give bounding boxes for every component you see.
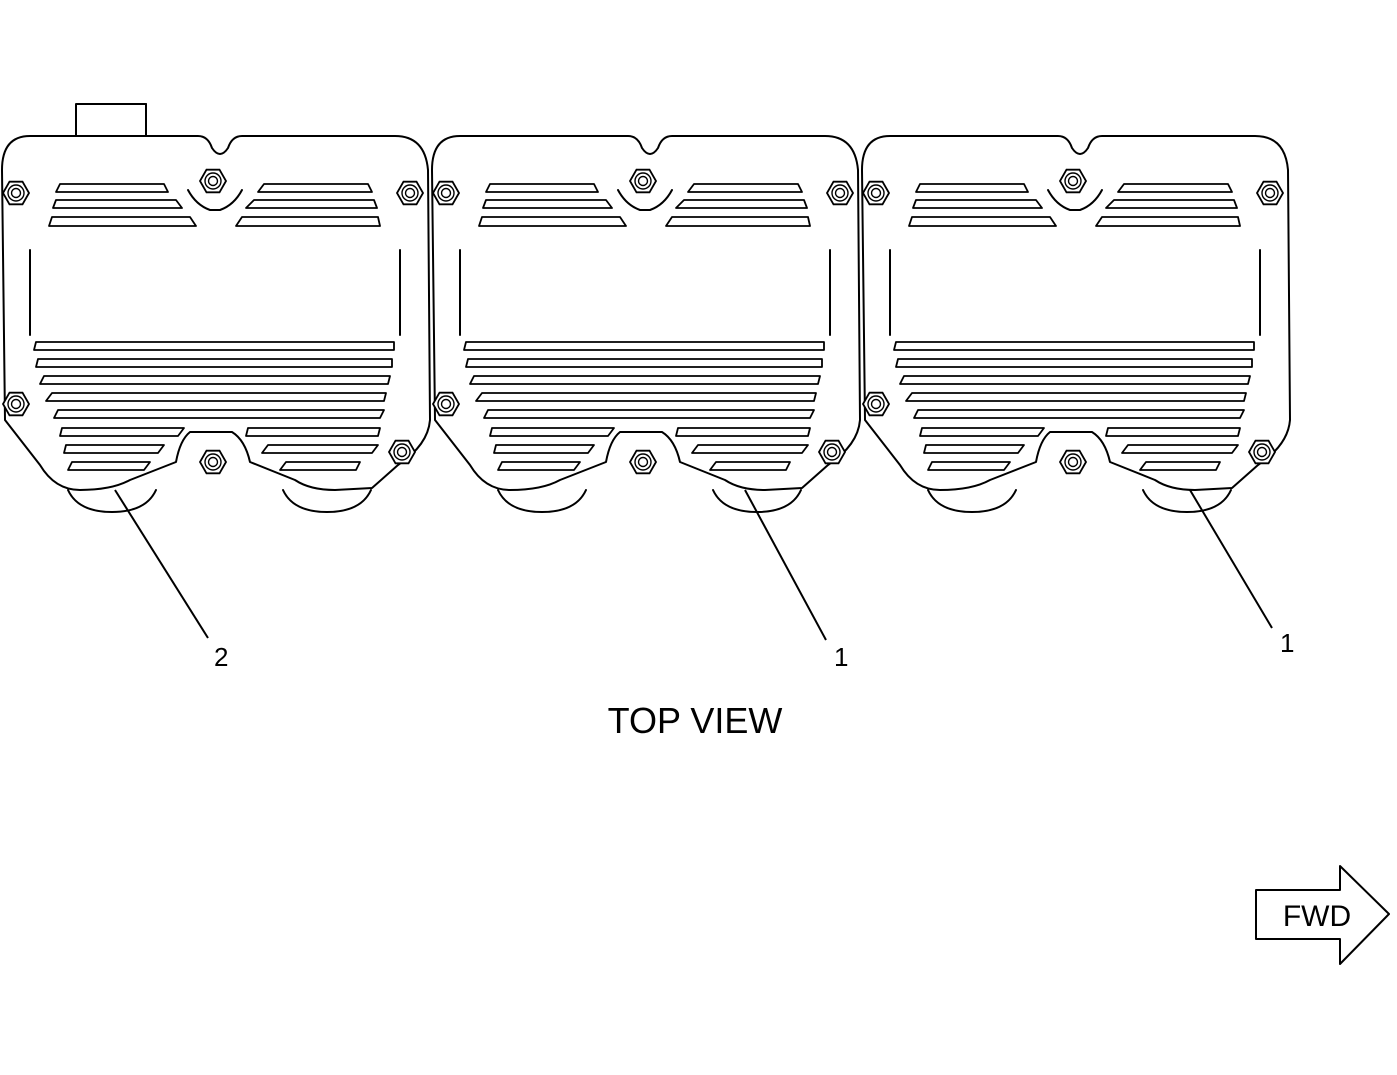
forward-arrow-icon: FWD <box>1255 865 1390 965</box>
leader-line-right <box>1189 489 1273 629</box>
forward-direction-label: FWD <box>1283 900 1351 933</box>
leader-line-left <box>114 489 209 639</box>
connector-housing <box>75 103 147 137</box>
callout-number-left: 2 <box>214 642 228 672</box>
valve-cover-middle <box>432 136 860 512</box>
callout-number-right: 1 <box>1280 628 1294 658</box>
view-title: TOP VIEW <box>608 700 783 741</box>
callout-number-middle: 1 <box>834 642 848 672</box>
valve-cover-left <box>2 103 430 512</box>
leader-line-middle <box>744 489 827 641</box>
valve-cover-right <box>862 136 1290 512</box>
